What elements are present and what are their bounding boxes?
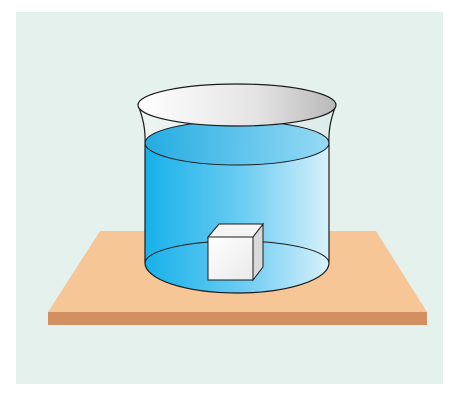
ice-cube [208, 224, 263, 280]
glass-rim [138, 84, 336, 126]
table-front-edge [48, 312, 427, 325]
ice-cube-front [208, 237, 253, 280]
glass-beaker [138, 84, 336, 293]
